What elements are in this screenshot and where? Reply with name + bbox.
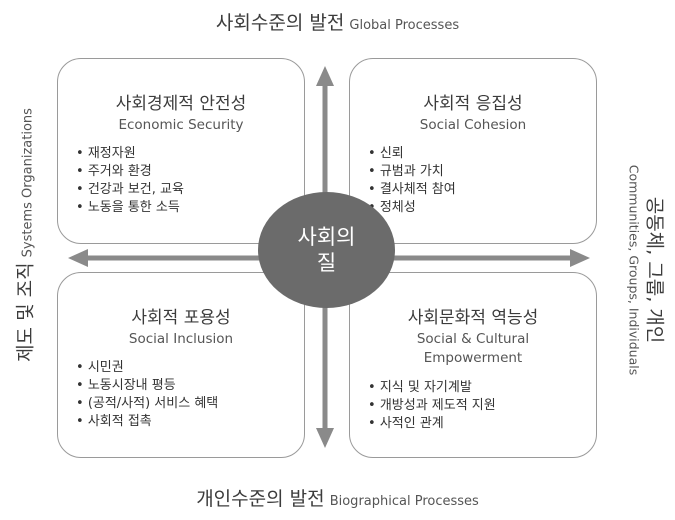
quadrant-title: 사회적 포용성 [131,308,231,328]
top-axis-en: Global Processes [349,18,460,33]
quadrant-subtitle-line1: Social & Cultural [416,331,530,347]
quadrant-subtitle: Economic Security [118,117,244,133]
quadrant-title: 사회문화적 역능성 [407,308,539,328]
list-item: • 노동시장내 평등 [76,378,176,393]
item-list: • 재정자원 • 주거와 환경 • 건강과 보건, 교육 • 노동을 통한 소득 [76,145,184,217]
center-label-line1: 사회의 [297,224,356,249]
quadrant-subtitle-line2: Empowerment [423,349,523,366]
center-label-line2: 질 [316,251,337,275]
quadrant-title: 사회적 응집성 [423,94,523,114]
list-item: • 건강과 보건, 교육 [76,182,184,197]
quadrant-title: 사회경제적 안전성 [115,94,247,114]
quadrant-social-cultural-empowerment: 사회문화적 역능성 Social & Cultural Empowerment … [349,272,597,458]
list-item: • 재정자원 [76,146,136,161]
center-circle: 사회의 질 [258,192,395,308]
bottom-axis-ko: 개인수준의 발전 [196,488,325,510]
arrow-left-icon [68,249,88,267]
list-item: • 규범과 가치 [368,164,444,179]
item-list: • 지식 및 자기계발 • 개방성과 제도적 지원 • 사적인 관계 [368,379,496,433]
bottom-axis-en: Biographical Processes [329,494,479,509]
quadrant-social-inclusion: 사회적 포용성 Social Inclusion • 시민권 • 노동시장내 평… [57,272,305,458]
list-item: • 주거와 환경 [76,164,152,179]
arrow-right-icon [570,249,590,267]
list-item: • 결사체적 참여 [368,182,456,197]
list-item: • 시민권 [76,360,124,375]
quadrant-subtitle: Social Cohesion [419,117,527,133]
quadrant-social-cohesion: 사회적 응집성 Social Cohesion • 신뢰 • 규범과 가치 • … [349,58,597,244]
list-item: • 개방성과 제도적 지원 [368,398,496,413]
quadrant-subtitle: Social & Cultural Empowerment [350,330,596,368]
quadrant-subtitle: Social Inclusion [128,331,234,347]
item-list: • 시민권 • 노동시장내 평등 • (공적/사적) 서비스 혜택 • 사회적 … [76,359,218,431]
list-item: • (공적/사적) 서비스 혜택 [76,396,219,411]
list-item: • 지식 및 자기계발 [368,380,472,395]
arrow-down-icon [316,428,334,448]
list-item: • 사회적 접촉 [76,414,152,429]
top-axis-label: 사회수준의 발전 Global Processes [0,8,675,35]
quadrant-economic-security: 사회경제적 안전성 Economic Security • 재정자원 • 주거와… [57,58,305,244]
item-list: • 신뢰 • 규범과 가치 • 결사체적 참여 • 정체성 [368,145,456,217]
bottom-axis-label: 개인수준의 발전 Biographical Processes [0,484,675,511]
list-item: • 사적인 관계 [368,416,444,431]
list-item: • 신뢰 [368,146,404,161]
top-axis-ko: 사회수준의 발전 [215,12,345,34]
arrow-up-icon [316,66,334,86]
list-item: • 노동을 통한 소득 [76,200,180,215]
